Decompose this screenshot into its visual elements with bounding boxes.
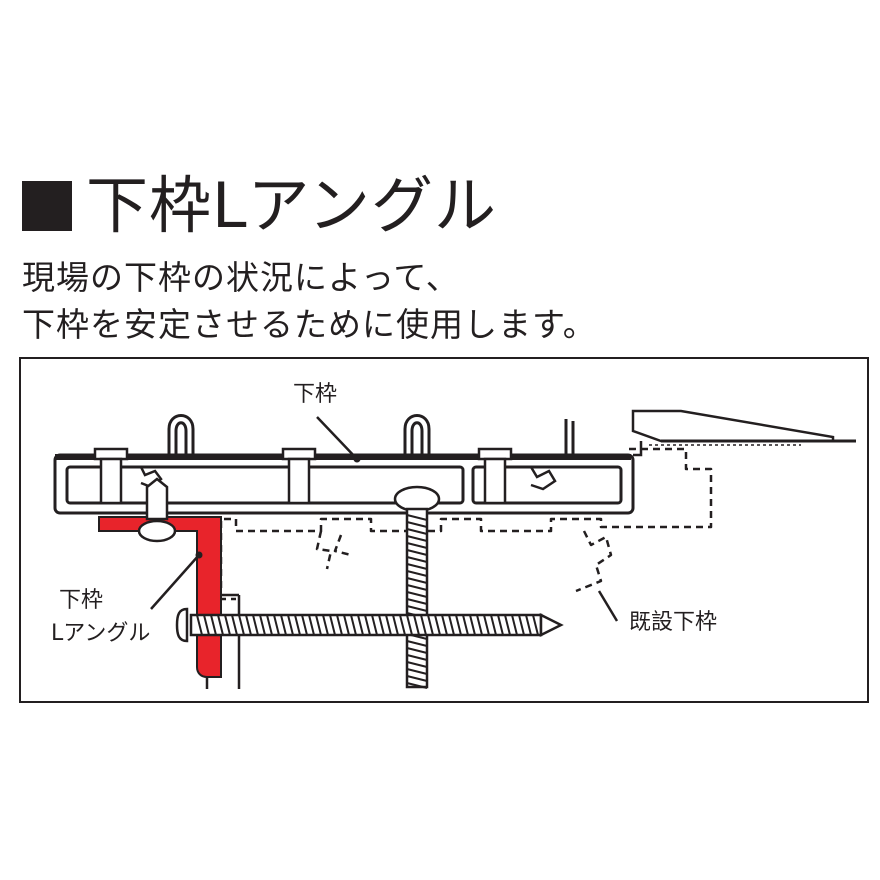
- cross-section-diagram: [53, 409, 856, 689]
- top-hooks: [167, 414, 575, 455]
- description-line-1: 現場の下枠の状況によって、: [22, 258, 460, 297]
- title-row: 下枠Lアングル: [22, 168, 497, 244]
- anchor-plug: [137, 477, 177, 543]
- label-shitawaku: 下枠: [293, 382, 338, 407]
- leader-lines: [150, 416, 619, 622]
- label-l-angle-line-2: Lアングル: [51, 621, 151, 646]
- existing-frame-outline: [209, 447, 713, 601]
- weather-ramp: [631, 409, 856, 457]
- label-l-angle-line-1: 下枠: [59, 588, 104, 613]
- label-existing-lower-frame: 既設下枠: [629, 610, 718, 635]
- leader-dot-l-angle: [195, 551, 203, 559]
- fastening-blocks: [93, 447, 513, 505]
- title-square-icon: [22, 181, 72, 231]
- horizontal-screw: [175, 607, 564, 643]
- vertical-screw: [393, 485, 441, 689]
- leader-dot: [353, 455, 361, 463]
- diagram-frame: 下枠 既設下枠 下枠 Lアングル: [19, 357, 869, 703]
- description-line-2: 下枠を安定させるために使用します。: [22, 305, 597, 344]
- page-title: 下枠Lアングル: [86, 169, 498, 242]
